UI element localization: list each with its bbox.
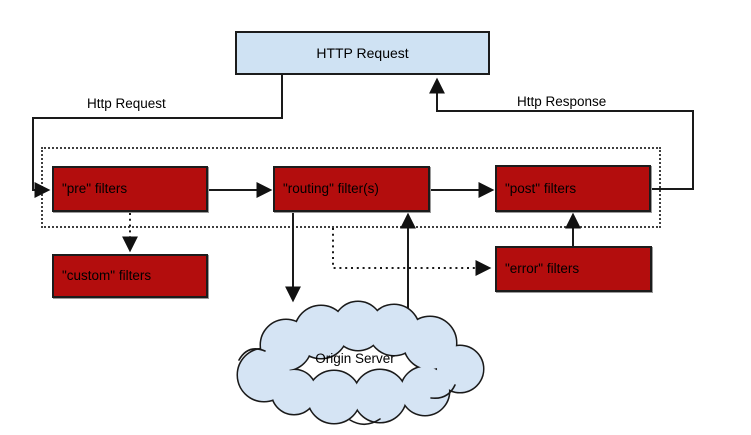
node-http-request: HTTP Request	[235, 31, 490, 75]
origin-server-label: Origin Server	[315, 351, 395, 366]
edge-http-request-to-pre	[32, 75, 283, 198]
node-custom-filters: "custom" filters	[52, 254, 208, 298]
node-pre-filters: "pre" filters	[52, 166, 208, 212]
node-post-filters: "post" filters	[495, 165, 651, 212]
edge-post-to-http-response	[429, 77, 694, 190]
edge-chain-to-error	[332, 228, 492, 276]
http-response-edge-label: Http Response	[517, 94, 607, 109]
connectors	[32, 75, 694, 310]
cloud-curl-strokes	[238, 348, 456, 426]
origin-server-cloud	[236, 300, 485, 426]
node-routing-filters: "routing" filter(s)	[273, 166, 430, 212]
node-error-filters: "error" filters	[495, 246, 652, 292]
cloud-fill	[238, 302, 483, 423]
http-request-edge-label: Http Request	[87, 96, 166, 111]
